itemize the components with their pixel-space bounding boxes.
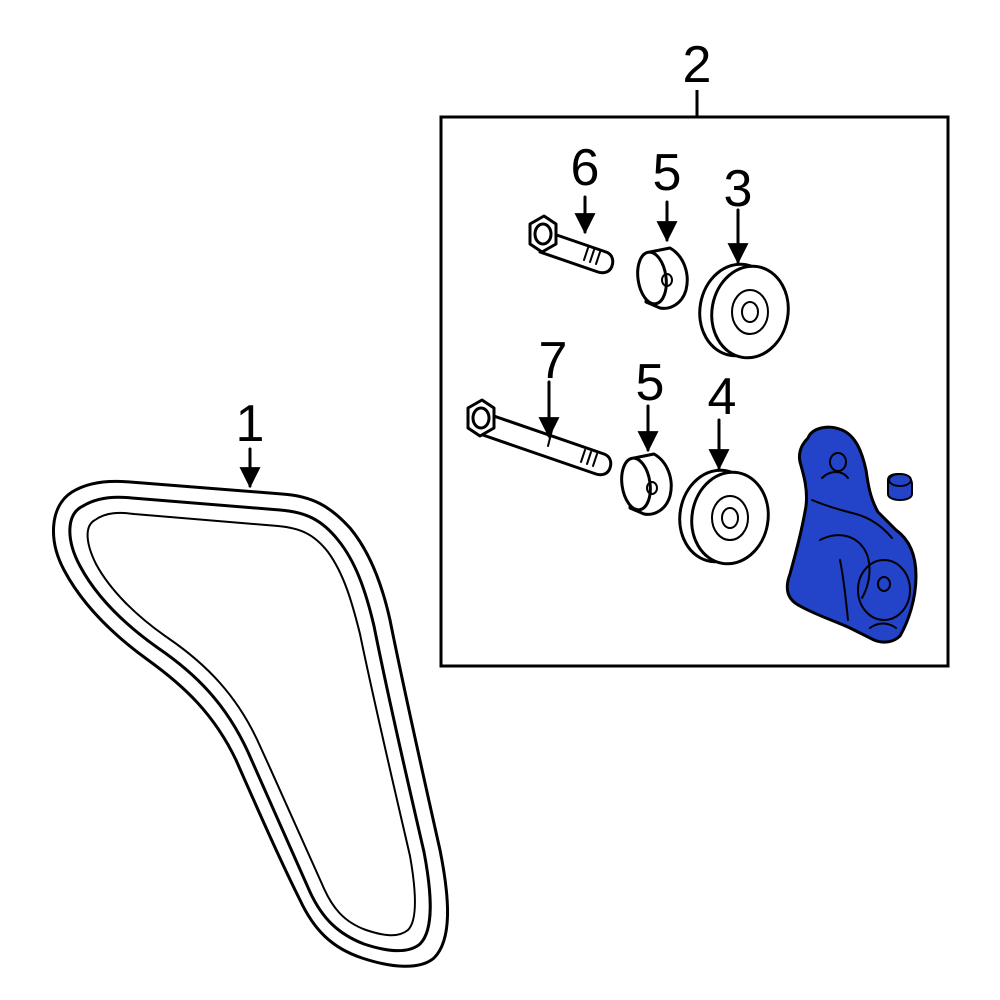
lower-idler-pulley	[678, 468, 770, 566]
drive-belt	[52, 479, 450, 968]
callout-5-upper: 5	[653, 144, 682, 202]
upper-spacer	[636, 246, 689, 310]
long-bolt	[466, 398, 613, 477]
tensioner-mount-hole	[829, 452, 847, 472]
short-bolt	[528, 214, 615, 275]
kit-box	[439, 115, 950, 668]
upper-idler-pulley	[698, 262, 790, 360]
callout-6: 6	[571, 139, 600, 197]
tensioner-pivot	[877, 576, 891, 592]
callout-1: 1	[236, 395, 265, 453]
belt-tensioner-assembly	[785, 425, 918, 644]
callout-3: 3	[724, 160, 753, 218]
callout-7: 7	[539, 332, 568, 390]
callout-5-lower: 5	[636, 354, 665, 412]
callout-2: 2	[683, 36, 712, 94]
callout-4: 4	[708, 368, 737, 426]
lower-spacer	[620, 452, 673, 516]
tensioner-spacer-cap	[887, 472, 913, 502]
